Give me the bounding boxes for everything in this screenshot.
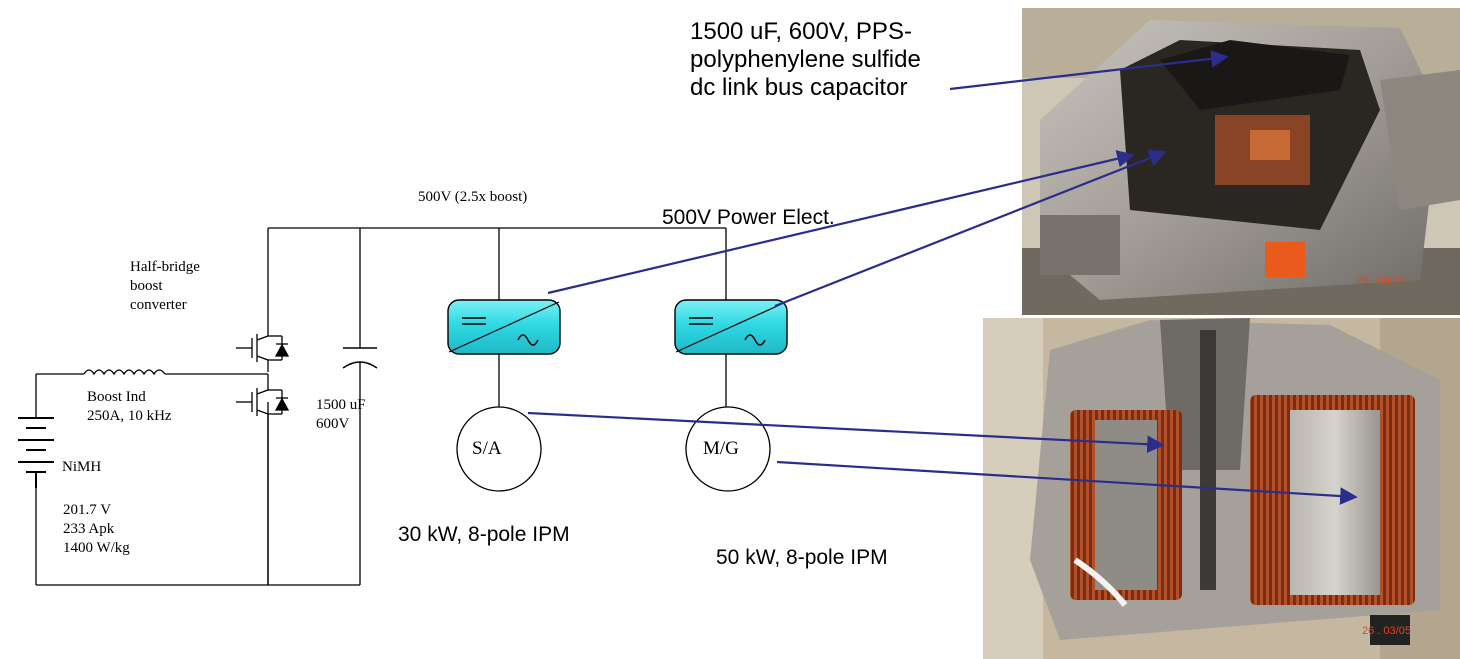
battery-spec-voltage: 201.7 V xyxy=(63,502,112,518)
dc-link-capacitor-symbol xyxy=(342,347,378,369)
boost-converter-label: Half-bridge boost converter xyxy=(130,258,200,315)
boost-inductor-line-2: 250A, 10 kHz xyxy=(87,408,172,424)
sa-motor-spec-label: 30 kW, 8-pole IPM xyxy=(398,523,570,546)
igbt-lower xyxy=(236,374,290,585)
battery-symbol xyxy=(18,417,54,488)
capacitor-value-line-2: 600V xyxy=(316,416,350,432)
capacitor-callout-line-3: dc link bus capacitor xyxy=(690,74,908,101)
capacitor-callout-line-2: polyphenylene sulfide xyxy=(690,46,921,73)
mg-motor-spec-label: 50 kW, 8-pole IPM xyxy=(716,546,888,569)
inverter-sa xyxy=(447,299,561,355)
battery-name-label: NiMH xyxy=(62,459,102,475)
mg-machine-circle xyxy=(685,406,771,492)
boost-inductor-line-1: Boost Ind xyxy=(87,389,146,405)
sa-machine-circle xyxy=(456,406,542,492)
igbt-upper xyxy=(236,334,290,372)
capacitor-callout-line-1: 1500 uF, 600V, PPS- xyxy=(690,18,912,45)
inverter-photo xyxy=(1022,8,1460,315)
battery-spec-power-density: 1400 W/kg xyxy=(63,540,130,556)
mg-machine-label: M/G xyxy=(703,438,739,459)
inverter-mg xyxy=(674,299,788,355)
sa-machine-label: S/A xyxy=(472,438,502,459)
battery-spec-current: 233 Apk xyxy=(63,521,115,537)
boost-inductor-symbol xyxy=(83,369,166,376)
boost-converter-line-2: boost xyxy=(130,278,163,294)
boost-inductor-label: Boost Ind 250A, 10 kHz xyxy=(87,388,172,426)
battery-specs: 201.7 V 233 Apk 1400 W/kg xyxy=(63,501,130,558)
capacitor-callout: 1500 uF, 600V, PPS- polyphenylene sulfid… xyxy=(690,18,921,102)
capacitor-value-label: 1500 uF 600V xyxy=(316,396,366,434)
power-electronics-label: 500V Power Elect. xyxy=(662,206,835,229)
callout-arrows xyxy=(527,50,1358,505)
capacitor-value-line-1: 1500 uF xyxy=(316,397,366,413)
boost-converter-line-1: Half-bridge xyxy=(130,259,200,275)
boost-converter-line-3: converter xyxy=(130,297,187,313)
inverter-photo-timestamp: 28 . 03/05 xyxy=(1356,275,1405,287)
bus-voltage-label: 500V (2.5x boost) xyxy=(418,189,528,205)
motor-photo-timestamp: 26 . 03/05 xyxy=(1362,625,1411,637)
